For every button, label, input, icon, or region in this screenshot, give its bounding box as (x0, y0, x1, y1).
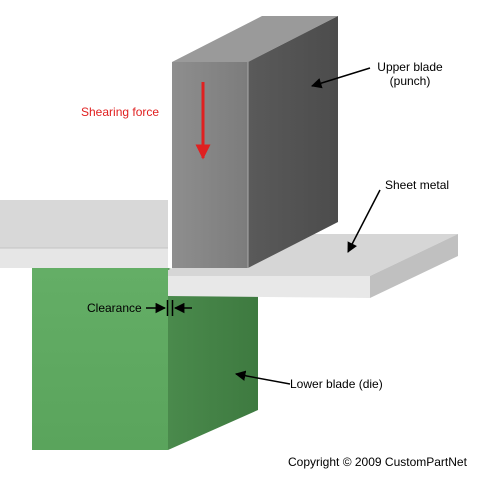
lower-blade-die (32, 268, 258, 450)
shearing-force-label: Shearing force (81, 105, 160, 119)
die-side-face (168, 268, 258, 450)
sheet-left-front-edge (0, 248, 168, 268)
sheet-metal-label: Sheet metal (385, 178, 450, 192)
lower-blade-leader-arrow (234, 370, 291, 385)
clearance-indicator (146, 300, 192, 316)
upper-blade-label-line1: Upper blade (377, 60, 443, 74)
lower-blade-label: Lower blade (die) (290, 377, 383, 391)
punch-top-face (172, 16, 338, 62)
sheet-metal-left (0, 200, 168, 268)
sheet-left-top-face (0, 200, 168, 248)
copyright-text: Copyright © 2009 CustomPartNet (288, 455, 467, 469)
sheet-right-front-edge (168, 276, 370, 298)
upper-blade-punch (172, 16, 338, 268)
upper-blade-label: Upper blade (punch) (372, 60, 448, 88)
upper-blade-label-line2: (punch) (389, 74, 431, 88)
clearance-label: Clearance (87, 301, 142, 315)
die-front-face (32, 268, 168, 450)
upper-blade-leader-arrow (310, 67, 371, 89)
punch-front-face (172, 62, 248, 268)
sheet-metal-leader-arrow (347, 189, 381, 253)
sheet-right-side-edge (370, 234, 458, 298)
